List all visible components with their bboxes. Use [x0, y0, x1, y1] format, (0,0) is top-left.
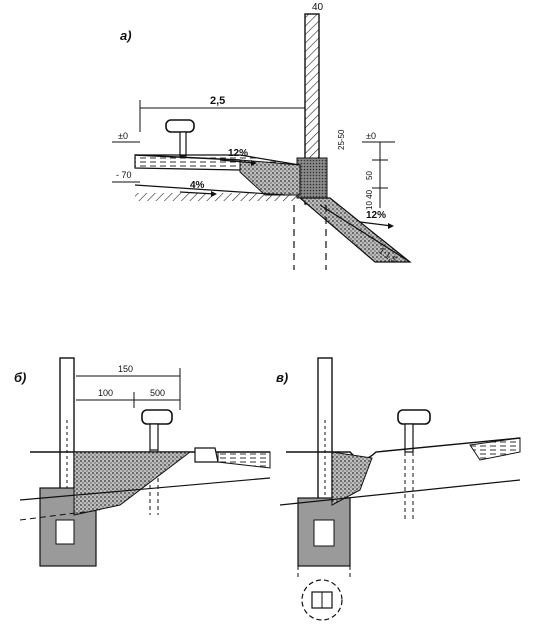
slope-arrow-lower — [359, 221, 393, 227]
slope-arrow-upper — [219, 159, 256, 164]
slope-face-line — [319, 204, 411, 263]
panel-v: в) — [276, 357, 521, 621]
subgrade-line-b — [19, 477, 271, 501]
dim-100-label: 100 — [98, 388, 113, 398]
ground-hatch-band — [135, 193, 300, 201]
level-zero-right: ±0 — [366, 131, 376, 141]
panel-b-label: б) — [14, 370, 26, 385]
dim-500-label: 500 — [150, 388, 165, 398]
subgrade-line-v — [279, 479, 521, 506]
guardrail-beam — [165, 119, 195, 133]
panel-v-label: в) — [276, 370, 288, 385]
post-plan-circle — [301, 579, 343, 621]
slope-12-upper: 12% — [228, 148, 248, 159]
slope-12-lower: 12% — [366, 210, 386, 221]
ditch-fill-v — [331, 451, 373, 506]
shoulder-fill — [239, 159, 301, 196]
pavement-b — [217, 451, 271, 469]
dim-50: 50 — [365, 171, 374, 180]
pavement-top-line — [134, 154, 241, 161]
level-zero-left: ±0 — [118, 131, 128, 141]
panel-a-label: а) — [120, 28, 132, 43]
guardrail-post-v — [404, 423, 414, 453]
panel-b: б) 150 100 500 — [14, 357, 271, 567]
level-minus-70: - 70 — [116, 170, 132, 180]
guardrail-beam-b — [141, 409, 173, 425]
pavement-v — [469, 437, 521, 461]
curb-b — [194, 447, 219, 463]
dim-10-40: 10 40 — [365, 189, 374, 210]
dim-25-50: 25-50 — [337, 129, 346, 150]
post-foot-concrete — [296, 157, 328, 199]
shoulder-fill-b — [73, 451, 192, 516]
dim-150-label: 150 — [118, 364, 133, 374]
guardrail-post — [179, 131, 187, 157]
panel-a: а) 40 2,5 ±0 - 70 12% 4% 1:1,5 — [112, 2, 412, 270]
guardrail-beam-v — [397, 409, 431, 425]
guardrail-post-b — [149, 423, 159, 451]
post-width-label: 40 — [312, 2, 324, 13]
slope-arrow-4 — [179, 191, 216, 195]
dimension-2-5-label: 2,5 — [210, 95, 225, 107]
slope-4: 4% — [190, 180, 205, 191]
